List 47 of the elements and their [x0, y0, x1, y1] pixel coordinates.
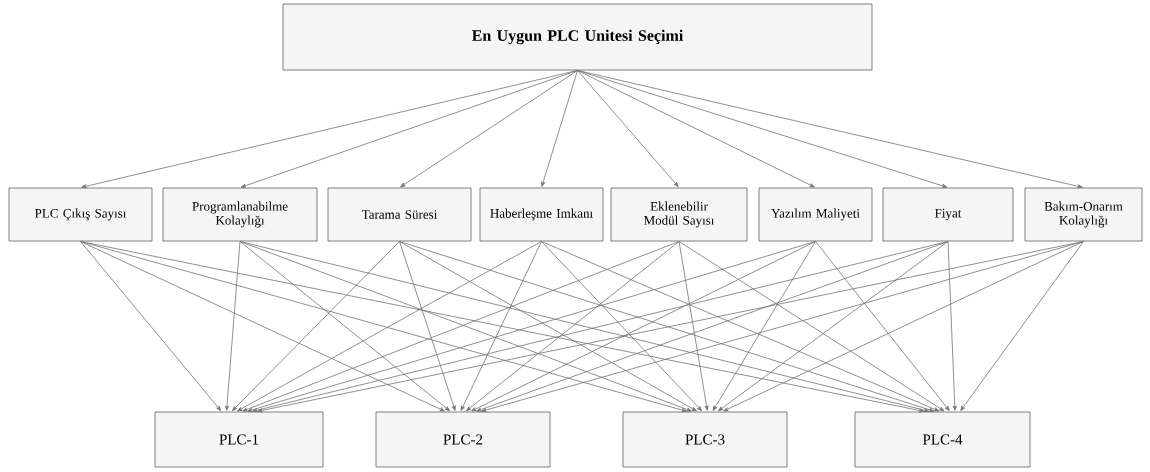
arrow: [460, 241, 542, 411]
arrow: [257, 241, 1084, 413]
goal-box: En Uygun PLC Unitesi Seçimi: [282, 3, 873, 71]
criterion-box: Tarama Süresi: [327, 187, 472, 242]
arrow: [712, 241, 816, 411]
arrow: [718, 241, 949, 412]
arrow: [471, 241, 816, 412]
arrow: [577, 70, 679, 188]
alternative-box: PLC-1: [154, 411, 324, 468]
arrow: [80, 241, 222, 412]
arrow: [577, 70, 815, 188]
alternative-box: PLC-2: [375, 411, 551, 468]
criterion-box: Programlanabilme Kolaylığı: [162, 187, 318, 242]
arrow: [81, 70, 578, 189]
arrow: [481, 241, 1084, 412]
arrow: [231, 241, 400, 412]
arrow: [400, 70, 578, 188]
arrow: [960, 241, 1084, 411]
arrow: [239, 241, 450, 412]
arrow: [476, 241, 949, 412]
arrow: [947, 241, 957, 411]
arrow: [577, 70, 1083, 189]
criterion-box: Yazılım Maliyeti: [758, 187, 873, 242]
arrow: [541, 70, 578, 187]
criterion-box: PLC Çıkış Sayısı: [8, 187, 153, 242]
criterion-box: Eklenebilir Modül Sayısı: [610, 187, 748, 242]
criterion-box: Haberleşme Imkanı: [479, 187, 604, 242]
arrow: [678, 241, 945, 412]
arrow: [541, 241, 940, 412]
arrow: [399, 241, 697, 412]
arrow: [240, 70, 578, 188]
criterion-box: Bakım-Onarım Kolaylığı: [1024, 187, 1143, 242]
arrow: [399, 241, 456, 411]
criterion-box: Fiyat: [882, 187, 1014, 242]
alternative-box: PLC-3: [622, 411, 788, 468]
arrow: [466, 241, 680, 412]
arrow: [815, 241, 950, 411]
arrow: [80, 241, 925, 413]
arrow: [541, 241, 703, 412]
arrow: [723, 241, 1084, 412]
arrow: [399, 241, 935, 412]
arrow: [678, 241, 709, 411]
arrow: [224, 241, 241, 411]
arrow: [247, 241, 816, 412]
arrow: [80, 241, 445, 412]
arrow: [237, 241, 542, 412]
alternative-box: PLC-4: [854, 411, 1031, 468]
